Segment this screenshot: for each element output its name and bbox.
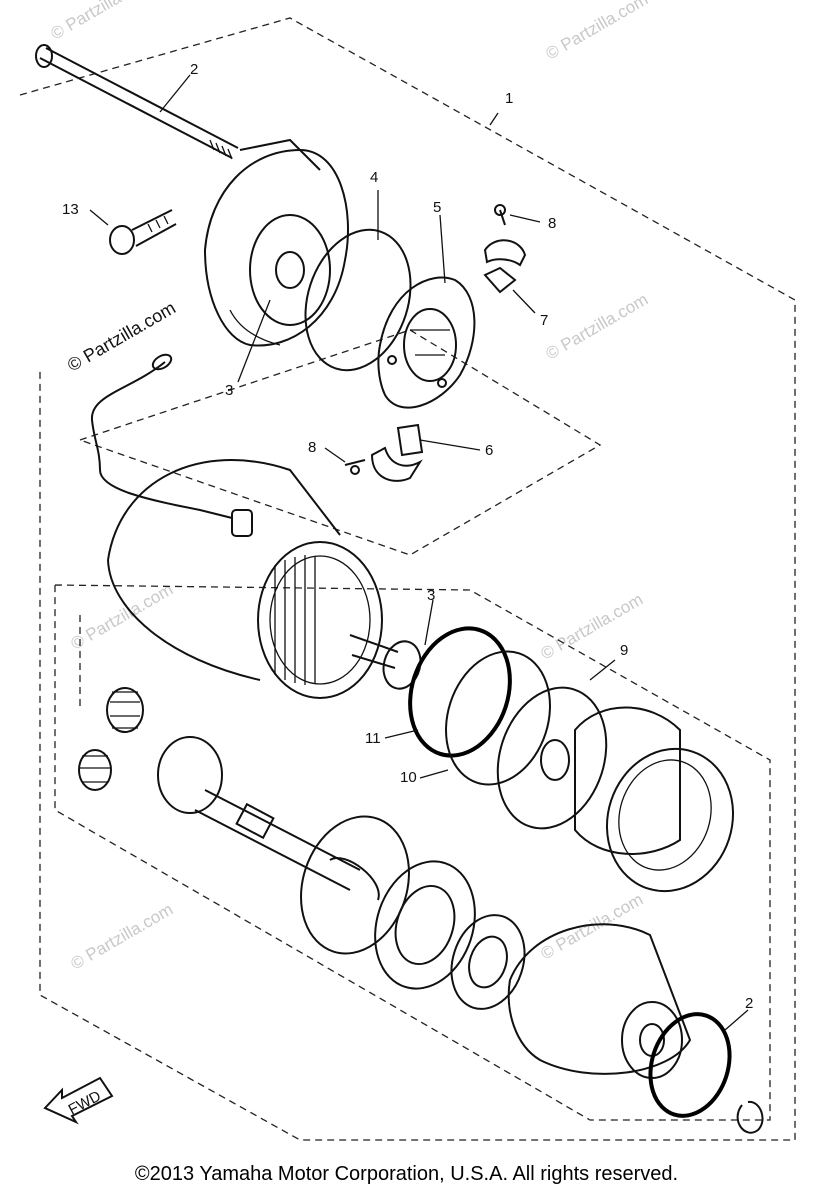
gears bbox=[78, 687, 144, 791]
washer-3-lower bbox=[382, 640, 422, 690]
assembly-boundary bbox=[19, 17, 796, 1141]
watermark: © Partzilla.com bbox=[538, 590, 647, 664]
brush-holder-6 bbox=[344, 423, 424, 482]
callout-3-lower: 3 bbox=[427, 587, 435, 604]
callouts: 1 2 13 3 4 5 8 7 8 6 3 9 11 10 2 bbox=[62, 61, 753, 1012]
motor-yoke bbox=[107, 459, 399, 699]
pinion-shaft bbox=[157, 736, 380, 901]
watermark: © Partzilla.com bbox=[543, 290, 652, 364]
clutch-disc bbox=[496, 686, 608, 830]
o-rings-10-11 bbox=[408, 626, 551, 786]
callout-10: 10 bbox=[400, 769, 417, 786]
watermark: © Partzilla.com bbox=[68, 580, 177, 654]
callout-4: 4 bbox=[370, 169, 378, 186]
rear-cover bbox=[203, 138, 349, 347]
callout-5: 5 bbox=[433, 199, 441, 216]
bolt-13 bbox=[109, 209, 177, 255]
callout-8-lower: 8 bbox=[308, 439, 316, 456]
o-ring-4 bbox=[304, 228, 412, 372]
circlip bbox=[736, 1100, 764, 1134]
callout-3-upper: 3 bbox=[225, 382, 233, 399]
callout-2-top: 2 bbox=[190, 61, 198, 78]
callout-1: 1 bbox=[505, 90, 513, 107]
brush-holder-7 bbox=[483, 204, 527, 294]
watermarks: © Partzilla.com © Partzilla.com © Partzi… bbox=[48, 0, 652, 973]
watermark: © Partzilla.com bbox=[48, 0, 157, 43]
through-bolt-top bbox=[35, 44, 239, 160]
callout-6: 6 bbox=[485, 442, 493, 459]
callout-9: 9 bbox=[620, 642, 628, 659]
callout-11: 11 bbox=[365, 730, 381, 747]
callout-8-upper: 8 bbox=[548, 215, 556, 232]
front-cover bbox=[507, 923, 692, 1079]
copyright-footer: ©2013 Yamaha Motor Corporation, U.S.A. A… bbox=[134, 1163, 679, 1185]
o-ring-2-bottom bbox=[648, 1012, 732, 1118]
brush-plate-5 bbox=[377, 276, 476, 409]
callout-7: 7 bbox=[540, 312, 548, 329]
watermark: © Partzilla.com bbox=[543, 0, 652, 63]
callout-2-bottom: 2 bbox=[745, 995, 753, 1012]
watermark: © Partzilla.com bbox=[68, 900, 177, 974]
one-way-clutch bbox=[574, 706, 735, 893]
exploded-parts-diagram: © Partzilla.com © Partzilla.com © Partzi… bbox=[19, 0, 796, 1141]
callout-13: 13 bbox=[62, 201, 79, 218]
front-direction-arrow: FWD bbox=[43, 1076, 114, 1125]
lead-wire bbox=[90, 353, 233, 519]
leader-lines bbox=[89, 74, 749, 1031]
lower-rings bbox=[300, 815, 526, 1010]
